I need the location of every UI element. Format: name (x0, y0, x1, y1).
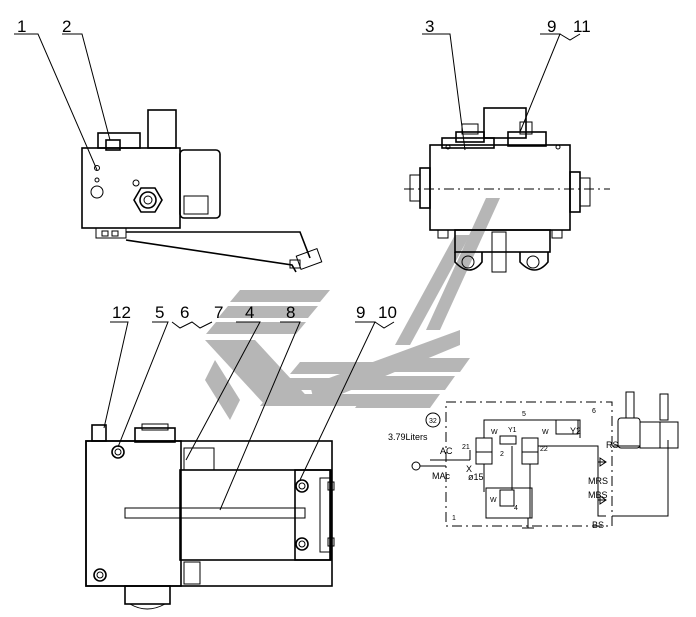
callout-7: 7 (214, 303, 223, 322)
view-side-left (81, 109, 323, 273)
label-ac: AC (440, 446, 453, 456)
label-y1: Y1 (508, 427, 517, 434)
label-2: 2 (500, 451, 504, 458)
callout-9-top: 9 (547, 17, 556, 36)
callout-3: 3 (425, 17, 434, 36)
callout-10: 10 (378, 303, 397, 322)
hydraulic-schematic (411, 391, 679, 529)
callout-8: 8 (286, 303, 295, 322)
label-5: 5 (522, 411, 526, 418)
callout-5: 5 (155, 303, 164, 322)
label-x: X (466, 464, 472, 474)
view-top-left (85, 423, 335, 610)
label-w3: W (490, 497, 497, 504)
label-22: 22 (540, 446, 548, 453)
label-mbs: MBS (588, 490, 608, 500)
label-y2: Y2 (570, 426, 581, 436)
leader-lines-view2 (422, 33, 581, 151)
label-volume: 3.79Liters (388, 432, 428, 442)
view-front-right (404, 107, 610, 273)
callout-4: 4 (245, 303, 254, 322)
label-rs: RS (606, 440, 619, 450)
label-mrs: MRS (588, 476, 608, 486)
leader-lines-view1 (14, 33, 111, 171)
label-6: 6 (592, 408, 596, 415)
callout-9-bottom: 9 (356, 303, 365, 322)
label-21: 21 (462, 444, 470, 451)
label-w1: W (491, 429, 498, 436)
label-mac: MAc (432, 471, 451, 481)
callout-1: 1 (17, 17, 26, 36)
label-1: 1 (452, 515, 456, 522)
callout-6: 6 (180, 303, 189, 322)
label-orifice: ø15 (468, 472, 484, 482)
callout-11: 11 (573, 17, 591, 36)
label-4: 4 (514, 505, 518, 512)
callout-12: 12 (112, 303, 131, 322)
callout-2: 2 (62, 17, 71, 36)
label-bs: BS (592, 520, 604, 530)
label-w2: W (542, 429, 549, 436)
label-32: 32 (429, 418, 437, 425)
watermark-logo (205, 198, 500, 420)
leader-lines-view3 (103, 321, 395, 511)
